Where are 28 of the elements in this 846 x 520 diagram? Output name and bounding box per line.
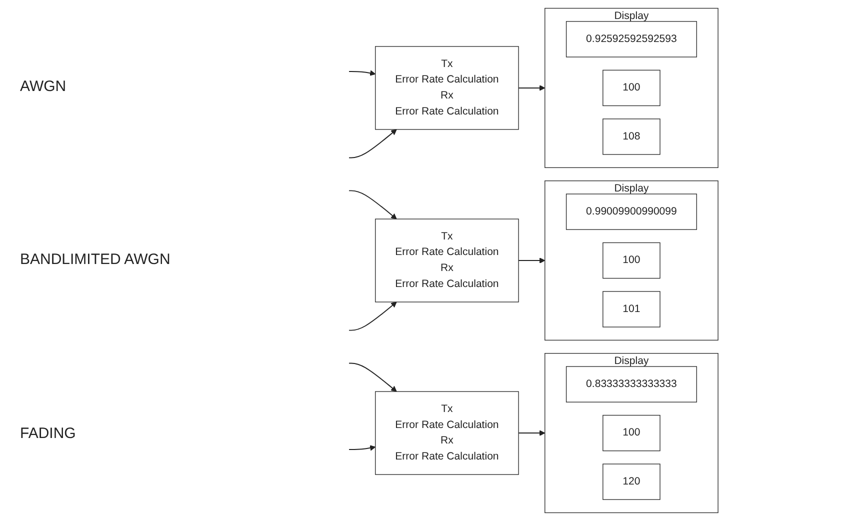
arrow <box>518 430 546 436</box>
arrow <box>518 84 546 90</box>
node-box <box>602 463 660 500</box>
node-box <box>375 218 519 302</box>
node-box <box>375 46 519 130</box>
node-box <box>566 366 697 402</box>
node-box <box>602 69 660 106</box>
node-box <box>602 242 660 278</box>
row-label: FADING <box>20 424 77 442</box>
node-box <box>566 20 697 57</box>
cluster <box>544 7 718 168</box>
cluster <box>544 180 718 340</box>
node-box <box>566 193 697 230</box>
node-box <box>375 390 519 474</box>
arrow <box>348 301 397 330</box>
cluster <box>544 352 718 513</box>
arrow <box>348 70 376 76</box>
row-label: BANDLIMITED AWGN <box>20 251 172 268</box>
arrow <box>518 257 546 263</box>
arrow <box>348 444 376 450</box>
arrow <box>348 128 397 158</box>
row-label: AWGN <box>20 78 68 96</box>
block-diagram: Display 0.83333333333333 100 120 Display 0.99009900990099 100 101 Display 0.92592592592593 100 108 Tx Error Rate Calculation Rx Error Rate Calculation Tx Error Rate Calculation Rx Error Rate Calculation Tx Error Rate Calculation Rx Error Rate Calculation <box>200 2 846 518</box>
node-box <box>602 414 660 451</box>
node-box <box>602 290 660 327</box>
arrow <box>348 190 397 219</box>
node-box <box>602 118 660 154</box>
arrow <box>348 362 397 392</box>
